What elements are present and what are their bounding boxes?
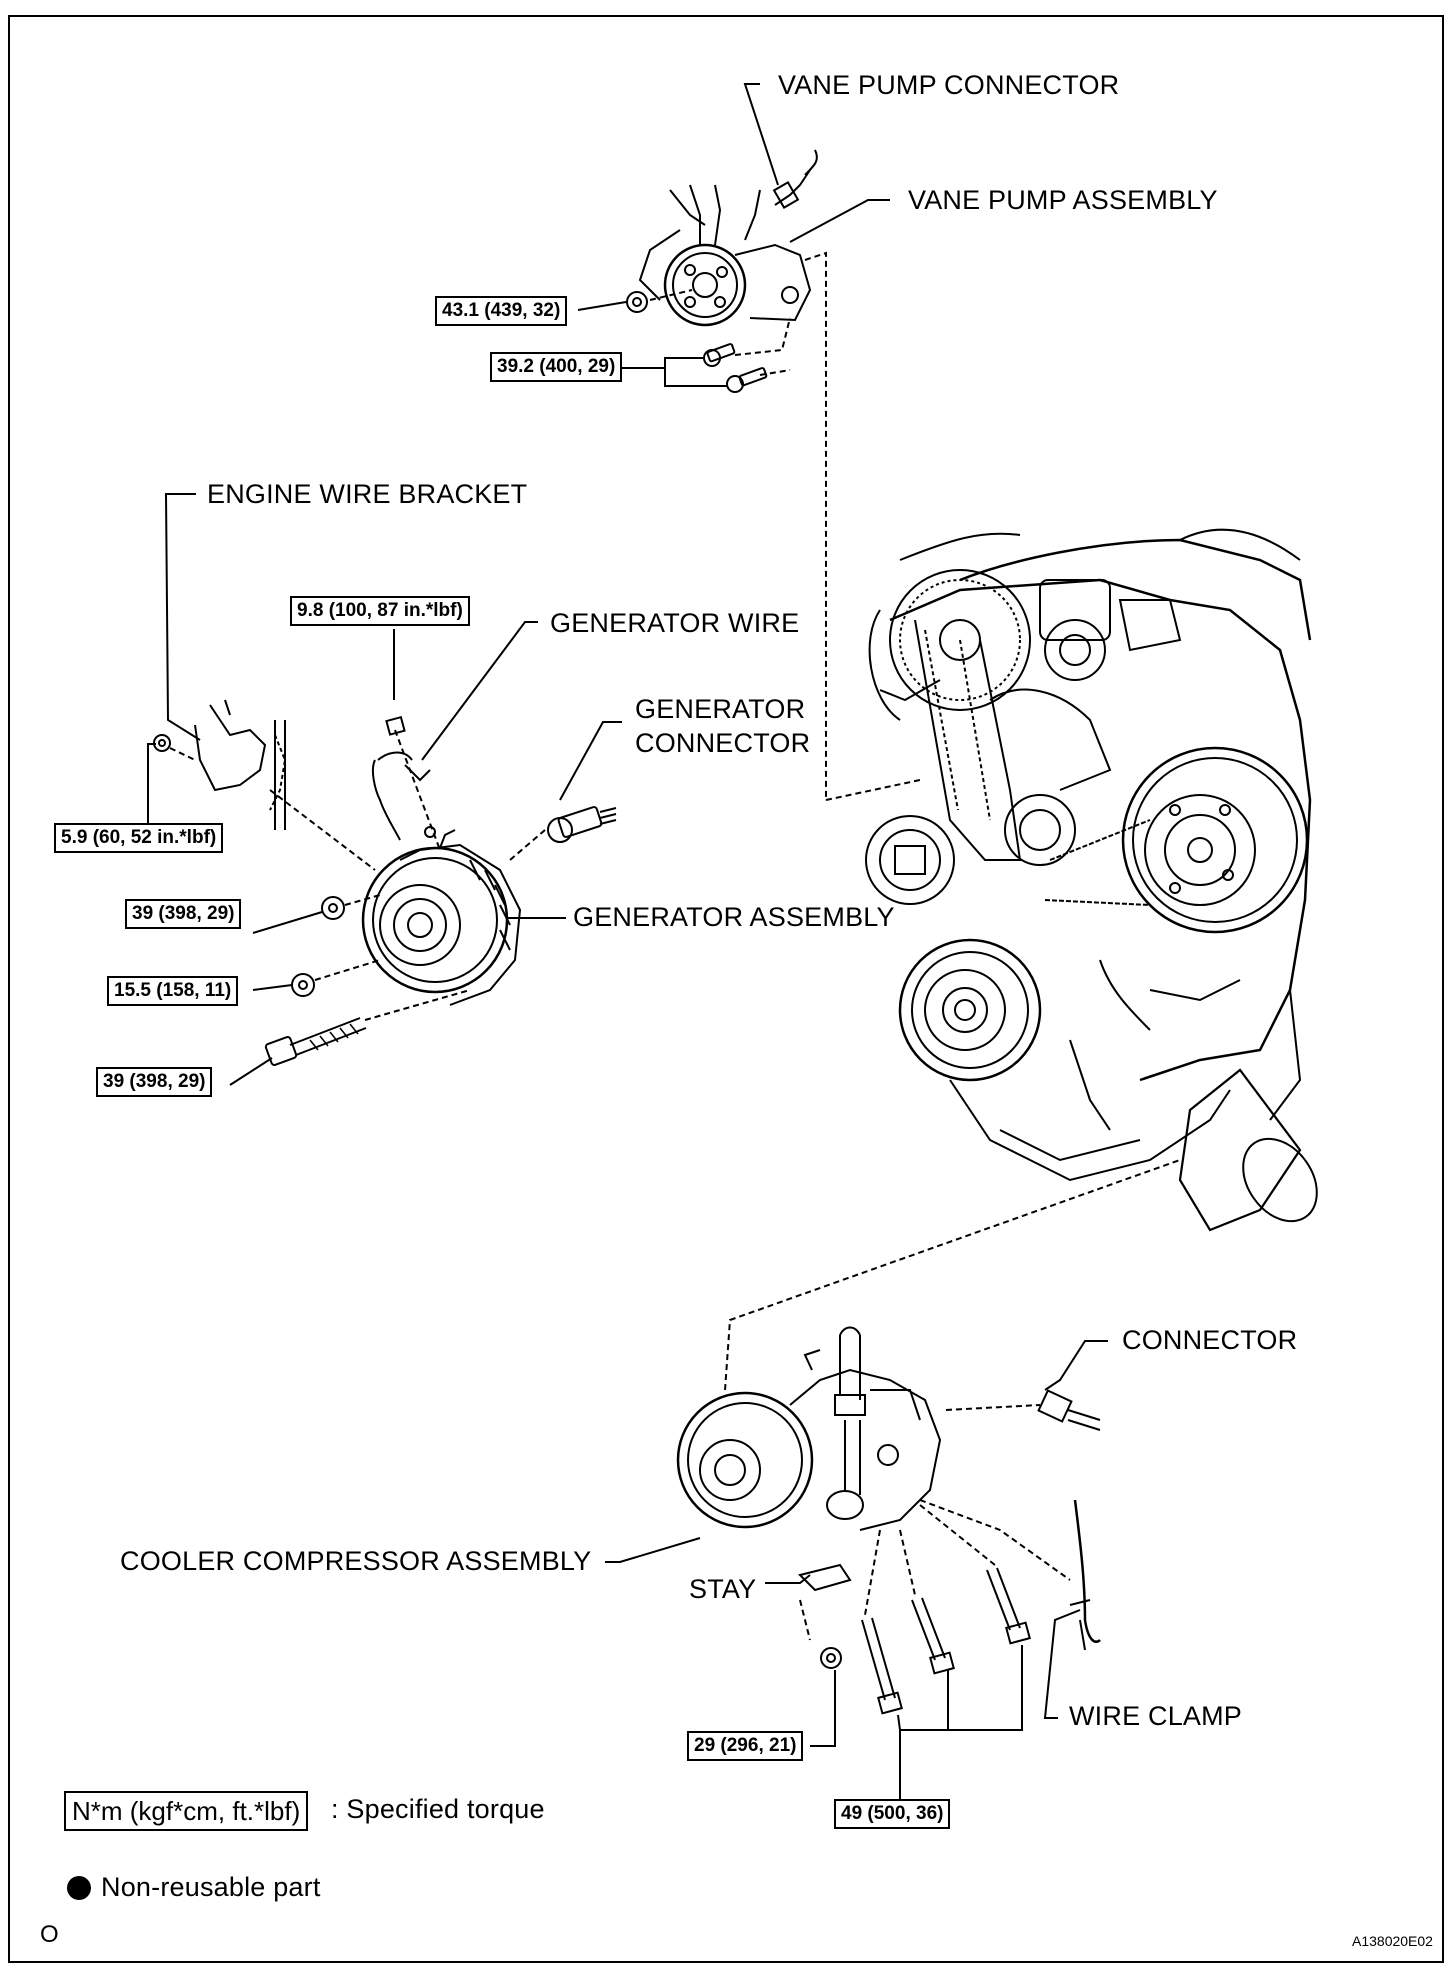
label-connector: CONNECTOR [1122,1325,1298,1355]
label-generator-connector-1: GENERATOR [635,694,806,724]
legend-torque-desc: : Specified torque [331,1794,545,1824]
label-stay: STAY [689,1574,757,1604]
torque-compressor-bolts: 49 (500, 36) [834,1799,951,1829]
torque-compressor-nut: 29 (296, 21) [687,1731,804,1761]
nonreusable-dot-icon [67,1876,91,1900]
torque-vane-pump-nut: 43.1 (439, 32) [435,296,568,326]
torque-vane-pump-bolts: 39.2 (400, 29) [490,352,623,382]
label-generator-assembly: GENERATOR ASSEMBLY [573,902,895,932]
page-frame [8,15,1444,1963]
torque-generator-nut-lower: 15.5 (158, 11) [107,976,239,1006]
legend-nonreusable: Non-reusable part [101,1872,321,1902]
label-engine-wire-bracket: ENGINE WIRE BRACKET [207,479,528,509]
figure-id: A138020E02 [1352,1933,1433,1949]
label-wire-clamp: WIRE CLAMP [1069,1701,1243,1731]
torque-wire-bracket-bolt: 5.9 (60, 52 in.*lbf) [54,823,224,853]
label-generator-wire: GENERATOR WIRE [550,608,800,638]
generator-illustration [147,629,617,1086]
label-cooler-compressor-assembly: COOLER COMPRESSOR ASSEMBLY [120,1546,592,1576]
compressor-illustration [676,1159,1181,1812]
torque-generator-nut: 39 (398, 29) [125,899,242,929]
footer-left-mark: O [40,1921,59,1948]
vane-pump-illustration [577,149,921,801]
engine-block-illustration [865,528,1318,1232]
legend-torque-units: N*m (kgf*cm, ft.*lbf) [64,1791,309,1831]
label-generator-connector-2: CONNECTOR [635,728,811,758]
label-vane-pump-connector: VANE PUMP CONNECTOR [778,70,1120,100]
label-leaders [164,83,1108,1719]
torque-generator-bolt: 39 (398, 29) [96,1067,213,1097]
label-vane-pump-assembly: VANE PUMP ASSEMBLY [908,185,1218,215]
torque-generator-wire-nut: 9.8 (100, 87 in.*lbf) [290,596,470,626]
